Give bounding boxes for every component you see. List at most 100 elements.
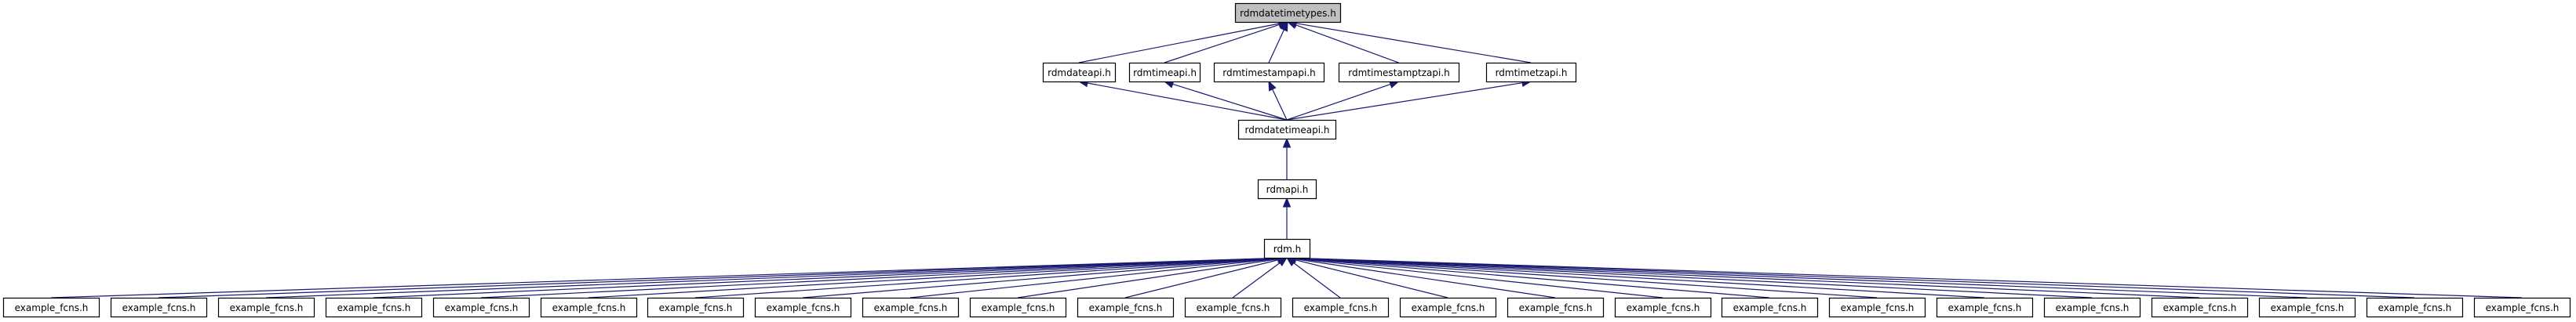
node-box[interactable] bbox=[1213, 62, 1325, 83]
node-box[interactable] bbox=[1828, 297, 1926, 318]
node-box[interactable] bbox=[969, 297, 1067, 318]
node-box[interactable] bbox=[1399, 297, 1497, 318]
node-box[interactable] bbox=[1263, 238, 1311, 259]
node-label: example_fcns.h bbox=[2486, 302, 2560, 313]
node-box[interactable] bbox=[432, 297, 530, 318]
node-ex23[interactable]: example_fcns.h bbox=[2366, 297, 2464, 318]
node-box[interactable] bbox=[217, 297, 315, 318]
node-box[interactable] bbox=[1721, 297, 1819, 318]
node-box[interactable] bbox=[1042, 62, 1117, 83]
node-box[interactable] bbox=[2, 297, 100, 318]
node-ex8[interactable]: example_fcns.h bbox=[754, 297, 852, 318]
node-rdmapi[interactable]: rdmapi.h bbox=[1257, 179, 1317, 200]
node-timetzapi[interactable]: rdmtimetzapi.h bbox=[1485, 62, 1577, 83]
node-box[interactable] bbox=[1936, 297, 2034, 318]
node-ex19[interactable]: example_fcns.h bbox=[1936, 297, 2034, 318]
edge-line bbox=[1295, 258, 1663, 298]
node-rdm[interactable]: rdm.h bbox=[1263, 238, 1311, 259]
node-ex6[interactable]: example_fcns.h bbox=[540, 297, 638, 318]
node-ex15[interactable]: example_fcns.h bbox=[1507, 297, 1605, 318]
node-ex1[interactable]: example_fcns.h bbox=[2, 297, 100, 318]
node-box[interactable] bbox=[1257, 179, 1317, 200]
node-box[interactable] bbox=[1507, 297, 1605, 318]
edge-timestamptzapi-to-root bbox=[1286, 21, 1399, 63]
edge-line bbox=[1295, 257, 2308, 298]
node-ex17[interactable]: example_fcns.h bbox=[1721, 297, 1819, 318]
node-label: example_fcns.h bbox=[1841, 302, 1915, 313]
edge-ex13-to-rdm bbox=[1285, 257, 1341, 298]
node-box[interactable] bbox=[1128, 62, 1201, 83]
node-label: example_fcns.h bbox=[1197, 302, 1270, 313]
node-label: example_fcns.h bbox=[1733, 302, 1807, 313]
edge-line bbox=[1286, 82, 1523, 121]
node-box[interactable] bbox=[1614, 297, 1712, 318]
edge-line bbox=[1295, 258, 1770, 298]
node-ex18[interactable]: example_fcns.h bbox=[1828, 297, 1926, 318]
node-ex16[interactable]: example_fcns.h bbox=[1614, 297, 1712, 318]
node-box[interactable] bbox=[540, 297, 638, 318]
node-box[interactable] bbox=[1234, 2, 1342, 24]
edge-arrowhead bbox=[1282, 137, 1292, 148]
node-box[interactable] bbox=[325, 297, 423, 318]
node-box[interactable] bbox=[2473, 297, 2571, 318]
node-ex11[interactable]: example_fcns.h bbox=[1077, 297, 1175, 318]
node-box[interactable] bbox=[1184, 297, 1282, 318]
node-ex22[interactable]: example_fcns.h bbox=[2258, 297, 2356, 318]
edge-line bbox=[1295, 257, 2093, 298]
node-root[interactable]: rdmdatetimetypes.h bbox=[1234, 2, 1342, 24]
node-timestamptzapi[interactable]: rdmtimestamptzapi.h bbox=[1338, 62, 1460, 83]
node-dateapi[interactable]: rdmdateapi.h bbox=[1042, 62, 1117, 83]
edge-line bbox=[1295, 24, 1399, 63]
node-box[interactable] bbox=[1292, 297, 1390, 318]
edge-datetimeapi-to-timestamptzapi bbox=[1286, 80, 1400, 121]
node-ex2[interactable]: example_fcns.h bbox=[110, 297, 208, 318]
edge-line bbox=[1295, 257, 2200, 298]
nodes-layer: rdmdatetimetypes.h rdmdateapi.h rdmtimeapi… bbox=[2, 2, 2571, 318]
edge-datetimeapi-to-timestampapi bbox=[1268, 80, 1288, 121]
node-ex14[interactable]: example_fcns.h bbox=[1399, 297, 1497, 318]
edge-line bbox=[1078, 23, 1280, 63]
node-ex24[interactable]: example_fcns.h bbox=[2473, 297, 2571, 318]
node-box[interactable] bbox=[110, 297, 208, 318]
node-label: example_fcns.h bbox=[2163, 302, 2237, 313]
node-box[interactable] bbox=[1237, 119, 1337, 140]
node-box[interactable] bbox=[754, 297, 852, 318]
node-box[interactable] bbox=[2043, 297, 2141, 318]
node-label: rdmdateapi.h bbox=[1048, 67, 1111, 78]
node-box[interactable] bbox=[1485, 62, 1577, 83]
node-ex7[interactable]: example_fcns.h bbox=[647, 297, 745, 318]
node-ex9[interactable]: example_fcns.h bbox=[862, 297, 960, 318]
edge-line bbox=[1293, 262, 1341, 298]
edge-datetimeapi-to-dateapi bbox=[1077, 78, 1288, 121]
edge-arrowhead bbox=[1268, 80, 1277, 92]
edge-datetimeapi-to-timetzapi bbox=[1286, 78, 1532, 121]
node-box[interactable] bbox=[2151, 297, 2249, 318]
node-label: example_fcns.h bbox=[659, 302, 733, 313]
node-ex12[interactable]: example_fcns.h bbox=[1184, 297, 1282, 318]
edge-ex21-to-rdm bbox=[1285, 254, 2200, 298]
node-ex5[interactable]: example_fcns.h bbox=[432, 297, 530, 318]
node-timestampapi[interactable]: rdmtimestampapi.h bbox=[1213, 62, 1325, 83]
node-datetimeapi[interactable]: rdmdatetimeapi.h bbox=[1237, 119, 1337, 140]
node-box[interactable] bbox=[1077, 297, 1175, 318]
node-label: rdm.h bbox=[1273, 244, 1301, 255]
node-box[interactable] bbox=[862, 297, 960, 318]
node-label: rdmdatetimeapi.h bbox=[1245, 125, 1330, 136]
node-ex21[interactable]: example_fcns.h bbox=[2151, 297, 2249, 318]
node-label: example_fcns.h bbox=[1304, 302, 1378, 313]
node-box[interactable] bbox=[1338, 62, 1460, 83]
node-label: example_fcns.h bbox=[552, 302, 626, 313]
node-box[interactable] bbox=[2258, 297, 2356, 318]
node-label: example_fcns.h bbox=[1519, 302, 1593, 313]
node-ex13[interactable]: example_fcns.h bbox=[1292, 297, 1390, 318]
node-label: example_fcns.h bbox=[1627, 302, 1700, 313]
node-ex20[interactable]: example_fcns.h bbox=[2043, 297, 2141, 318]
node-box[interactable] bbox=[2366, 297, 2464, 318]
node-label: example_fcns.h bbox=[122, 302, 196, 313]
node-ex3[interactable]: example_fcns.h bbox=[217, 297, 315, 318]
node-ex4[interactable]: example_fcns.h bbox=[325, 297, 423, 318]
node-box[interactable] bbox=[647, 297, 745, 318]
node-ex10[interactable]: example_fcns.h bbox=[969, 297, 1067, 318]
node-timeapi[interactable]: rdmtimeapi.h bbox=[1128, 62, 1201, 83]
edge-rdmapi-to-datetimeapi bbox=[1282, 137, 1292, 179]
